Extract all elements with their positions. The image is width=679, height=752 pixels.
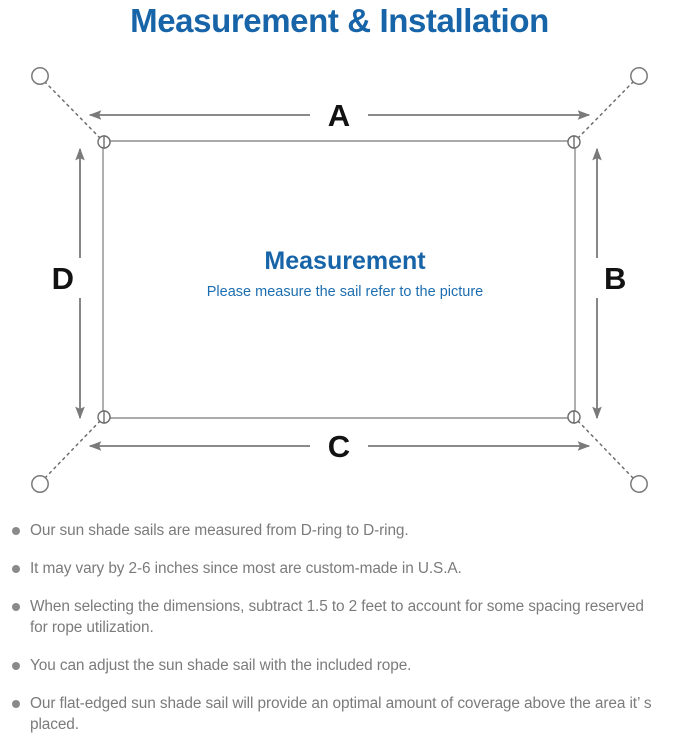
dimension-label-c: C [328, 429, 350, 464]
rope-dotted-line-top-right [577, 81, 634, 139]
note-text: When selecting the dimensions, subtract … [30, 598, 644, 636]
d-ring-bottom-right-fill [567, 410, 575, 424]
bullet-icon [12, 603, 20, 611]
bullet-icon [12, 662, 20, 670]
dimension-label-a: A [328, 98, 350, 133]
rope-dotted-line-bottom-right [577, 420, 634, 479]
d-ring-top-left-fill [103, 135, 111, 149]
list-item: Our flat-edged sun shade sail will provi… [0, 693, 679, 735]
anchor-point-ring-bottom-left [31, 475, 49, 493]
list-item: Our sun shade sails are measured from D-… [0, 520, 679, 541]
dimension-label-b: B [604, 261, 626, 296]
note-text: You can adjust the sun shade sail with t… [30, 657, 412, 674]
anchor-point-ring-bottom-right [630, 475, 648, 493]
anchor-point-ring-top-right [630, 67, 648, 85]
diagram-center-title: Measurement [264, 247, 426, 275]
diagram-center-subtitle: Please measure the sail refer to the pic… [207, 284, 483, 300]
list-item: When selecting the dimensions, subtract … [0, 596, 679, 638]
anchor-point-ring-top-left [31, 67, 49, 85]
notes-list: Our sun shade sails are measured from D-… [0, 520, 679, 752]
note-text: Our flat-edged sun shade sail will provi… [30, 695, 652, 733]
list-item: It may vary by 2-6 inches since most are… [0, 558, 679, 579]
bullet-icon [12, 527, 20, 535]
d-ring-bottom-left-fill [103, 410, 111, 424]
d-ring-top-right-fill [567, 135, 575, 149]
bullet-icon [12, 700, 20, 708]
note-text: It may vary by 2-6 inches since most are… [30, 560, 462, 577]
dimension-label-d: D [52, 261, 74, 296]
bullet-icon [12, 565, 20, 573]
page-title: Measurement & Installation [130, 2, 549, 39]
note-text: Our sun shade sails are measured from D-… [30, 522, 409, 539]
rope-dotted-line-bottom-left [44, 420, 101, 479]
list-item: You can adjust the sun shade sail with t… [0, 655, 679, 676]
rope-dotted-line-top-left [44, 81, 101, 139]
shade-sail-outline [102, 140, 576, 419]
measurement-diagram: A C D B Measurement Please measure the s… [0, 46, 679, 516]
